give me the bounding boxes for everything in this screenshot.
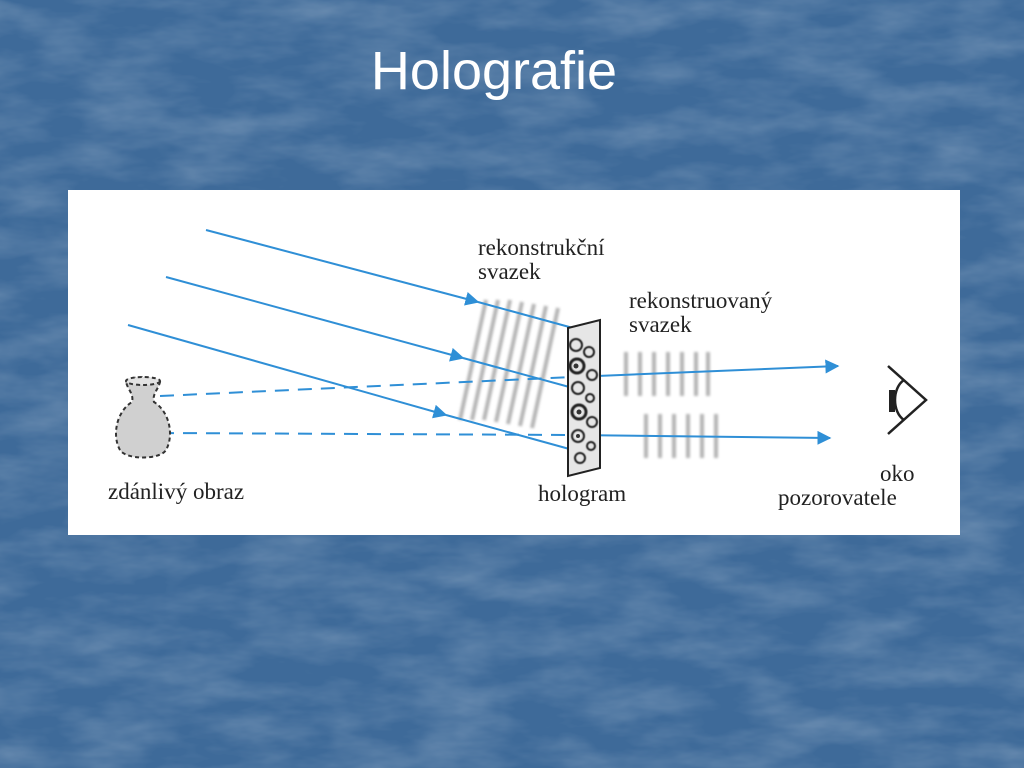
label-reconstruction-beam-line2: svazek: [478, 259, 541, 284]
reconstruction-ray-2-continued: [462, 357, 574, 389]
label-virtual-image: zdánlivý obraz: [108, 479, 245, 504]
reconstruction-ray-1: [205, 229, 480, 306]
label-reconstruction-beam-line1: rekonstrukční: [478, 235, 605, 260]
reconstructed-ray-upper: [572, 359, 840, 378]
holography-figure: rekonstrukční svazek rekonstruovaný svaz…: [68, 190, 960, 535]
reconstruction-ray-2: [165, 276, 465, 362]
holography-diagram: [115, 229, 928, 478]
reconstruction-ray-3-continued: [445, 414, 574, 451]
hologram-plate: [567, 318, 601, 478]
label-reconstructed-beam-line2: svazek: [629, 312, 692, 337]
reconstruction-ray-3: [127, 324, 448, 419]
interference-fringes: [458, 299, 560, 429]
label-reconstructed-beam-line1: rekonstruovaný: [629, 288, 773, 313]
label-observer-line1: oko: [880, 461, 915, 486]
label-observer-line2: pozorovatele: [778, 485, 897, 510]
label-hologram: hologram: [538, 481, 627, 506]
eye-icon: [887, 365, 928, 435]
slide-title: Holografie: [370, 41, 618, 101]
reconstructed-ray-lower: [572, 430, 832, 445]
reconstruction-ray-1-continued: [477, 301, 574, 329]
vase-icon: [115, 376, 171, 459]
